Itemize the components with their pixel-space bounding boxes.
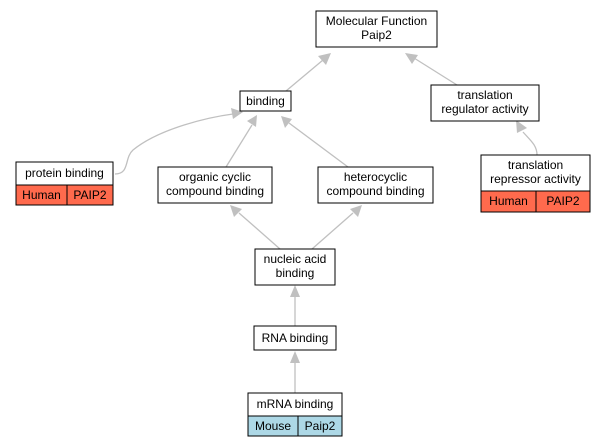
node-rna-binding[interactable]: RNA binding: [253, 325, 337, 351]
gene-tag: [535, 190, 591, 213]
node-organic-cyclic-compound-binding[interactable]: organic cyclic compound binding: [157, 166, 273, 204]
node-molecular-function[interactable]: Molecular Function Paip2: [315, 10, 438, 48]
node-label-line: compound binding: [166, 184, 264, 198]
node-label-line: regulator activity: [441, 102, 528, 116]
node-label-line: nucleic acid: [264, 252, 327, 266]
node-label-line: RNA binding: [262, 331, 329, 345]
arrowhead: [350, 205, 362, 217]
node-label-line: translation: [508, 158, 563, 172]
node-label-line: mRNA binding: [257, 397, 334, 411]
node-label-line: Paip2: [361, 28, 392, 42]
gene-tag-label: PAIP2: [546, 194, 579, 208]
gene-tag-label: Paip2: [305, 419, 336, 433]
node-label-line: Molecular Function: [326, 14, 427, 28]
arrowhead: [318, 53, 331, 65]
node-binding[interactable]: binding: [239, 90, 292, 112]
arrowhead: [290, 285, 300, 297]
edge-nucleic-acid-to-organic-cyclic: [238, 212, 281, 250]
node-label-line: repressor activity: [490, 172, 581, 186]
arrowhead: [516, 120, 527, 133]
edge-translation-regulator-to-molecular-function: [413, 57, 458, 86]
node-translation-repressor-activity[interactable]: translation repressor activity Human PAI…: [480, 154, 591, 213]
node-label-line: binding: [276, 266, 315, 280]
arrowhead: [230, 205, 242, 217]
node-heterocyclic-compound-binding[interactable]: heterocyclic compound binding: [317, 166, 434, 204]
arrowhead: [290, 351, 300, 363]
node-label-line: organic cyclic: [179, 170, 251, 184]
edges: [114, 53, 538, 393]
species-tag-label: Mouse: [255, 419, 291, 433]
edge-organic-cyclic-to-binding: [225, 124, 253, 168]
arrowhead: [247, 115, 257, 127]
gene-tag: [297, 415, 343, 437]
species-tag-label: Human: [489, 194, 528, 208]
node-translation-regulator-activity[interactable]: translation regulator activity: [430, 84, 540, 122]
node-label-line: compound binding: [326, 184, 424, 198]
node-protein-binding[interactable]: protein binding Human PAIP2: [15, 161, 114, 206]
node-label-line: protein binding: [25, 166, 104, 180]
arrowhead: [405, 53, 418, 64]
edge-nucleic-acid-to-heterocyclic: [311, 212, 354, 250]
gene-tag: [66, 184, 114, 206]
edge-heterocyclic-to-binding: [288, 122, 349, 168]
species-tag-label: Human: [22, 188, 61, 202]
arrowhead: [231, 108, 243, 119]
node-mrna-binding[interactable]: mRNA binding Mouse Paip2: [247, 392, 343, 437]
gene-tag-label: PAIP2: [73, 188, 106, 202]
edge-binding-to-molecular-function: [285, 59, 324, 92]
node-label-line: heterocyclic: [344, 170, 407, 184]
edge-translation-repressor-to-regulator: [522, 131, 538, 156]
arrowhead: [281, 116, 292, 128]
node-label-line: binding: [246, 94, 285, 108]
node-label-line: translation: [457, 88, 512, 102]
edge-protein-binding-to-binding: [114, 113, 234, 175]
node-nucleic-acid-binding[interactable]: nucleic acid binding: [254, 248, 336, 286]
